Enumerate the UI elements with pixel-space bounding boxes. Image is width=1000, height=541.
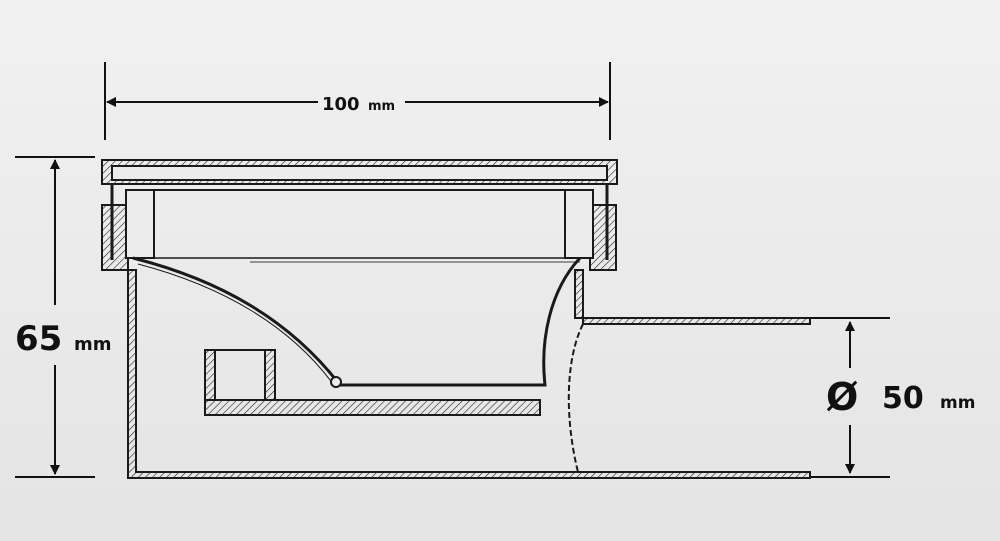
outlet-unit: mm [940, 393, 975, 413]
drain-body [101, 159, 811, 479]
outlet-diameter-dimension: Ø 50 mm [810, 317, 975, 478]
right-collar [589, 204, 617, 271]
left-collar [101, 204, 129, 271]
height-dimension: 65 mm [15, 156, 112, 478]
width-dimension: 100 mm [104, 62, 611, 140]
width-value: 100 [322, 94, 360, 115]
outlet-value: 50 [882, 381, 924, 416]
width-unit: mm [368, 99, 395, 114]
height-value: 65 [15, 319, 62, 359]
diameter-symbol: Ø [826, 375, 858, 419]
base-plate [204, 399, 541, 416]
pivot [330, 376, 342, 388]
height-unit: mm [74, 334, 112, 355]
housing-wall [127, 269, 811, 479]
